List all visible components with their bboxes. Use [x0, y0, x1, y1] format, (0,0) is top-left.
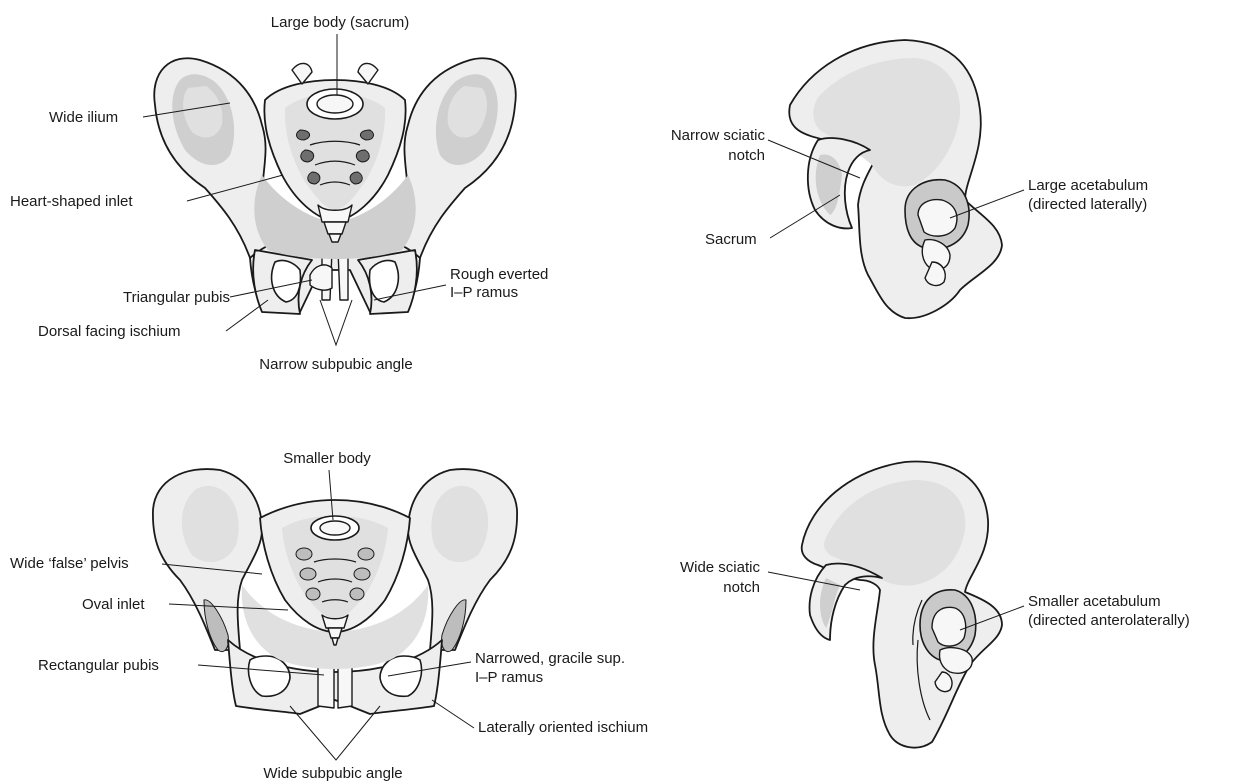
- label-wide-notch-line2: notch: [723, 579, 760, 596]
- label-gracile-ramus-line2: I–P ramus: [475, 669, 543, 686]
- label-wide-false-pelvis: Wide ‘false’ pelvis: [10, 555, 129, 572]
- label-triangular-pubis: Triangular pubis: [123, 289, 230, 306]
- label-heart-inlet: Heart-shaped inlet: [10, 193, 133, 210]
- label-gracile-ramus-line1: Narrowed, gracile sup.: [475, 650, 625, 667]
- label-large-acetabulum-line2: (directed laterally): [1028, 196, 1147, 213]
- label-smaller-acetabulum-line1: Smaller acetabulum: [1028, 593, 1161, 610]
- label-oval-inlet: Oval inlet: [82, 596, 145, 613]
- label-male-sacrum: Sacrum: [705, 231, 757, 248]
- label-narrow-subpubic-angle: Narrow subpubic angle: [259, 356, 412, 373]
- label-wide-subpubic-angle: Wide subpubic angle: [263, 765, 402, 781]
- female-hip-side-view: [802, 462, 1002, 748]
- label-dorsal-ischium: Dorsal facing ischium: [38, 323, 181, 340]
- label-smaller-body: Smaller body: [283, 450, 371, 467]
- label-wide-notch-line1: Wide sciatic: [680, 559, 761, 576]
- label-narrow-notch-line1: Narrow sciatic: [671, 127, 766, 144]
- label-large-acetabulum-line1: Large acetabulum: [1028, 177, 1148, 194]
- male-hip-side-view: [789, 40, 1002, 318]
- label-large-body: Large body (sacrum): [271, 14, 409, 31]
- label-smaller-acetabulum-line2: (directed anterolaterally): [1028, 612, 1190, 629]
- label-wide-ilium: Wide ilium: [49, 109, 118, 126]
- label-rough-ramus-line2: I–P ramus: [450, 284, 518, 301]
- label-laterally-oriented-ischium: Laterally oriented ischium: [478, 719, 648, 736]
- label-rough-ramus-line1: Rough everted: [450, 266, 548, 283]
- label-rectangular-pubis: Rectangular pubis: [38, 657, 159, 674]
- female-pelvis-front-view: [153, 469, 517, 760]
- label-narrow-notch-line2: notch: [728, 147, 765, 164]
